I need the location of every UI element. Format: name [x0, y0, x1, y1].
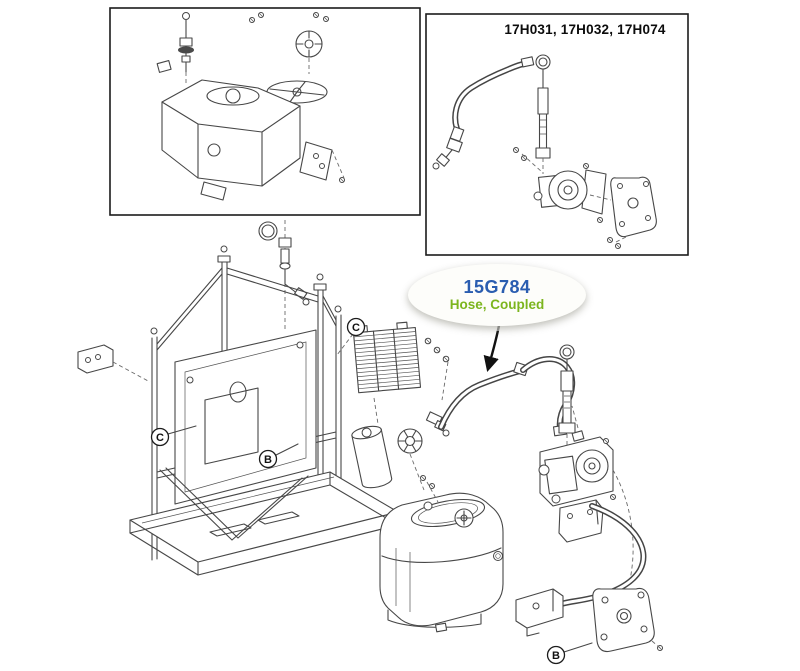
inset-pump-assembly: 17H031, 17H032, 17H074 [425, 13, 689, 256]
part-number[interactable]: 15G784 [463, 276, 531, 297]
hydraulic-tank [379, 475, 504, 633]
inset-hose [432, 56, 535, 170]
oil-filter [351, 425, 393, 489]
oil-cooler [352, 321, 422, 394]
part-name: Hose, Coupled [449, 297, 545, 313]
screw-icon [424, 337, 450, 401]
svg-text:C: C [156, 432, 164, 444]
screw-icon [249, 12, 329, 23]
mounting-bracket [515, 588, 564, 637]
ref-callout-b-bracket: B [546, 642, 593, 665]
ref-callout-b-frame: B [258, 443, 299, 469]
inset-title: 17H031, 17H032, 17H074 [504, 22, 666, 37]
svg-text:C: C [352, 322, 360, 334]
part-callout[interactable]: 15G784 Hose, Coupled [408, 264, 586, 326]
inset-border [425, 13, 689, 256]
dipstick-assembly [558, 344, 576, 450]
dipstick-fittings [258, 220, 310, 330]
svg-text:B: B [552, 650, 560, 662]
mounting-plate [592, 587, 663, 653]
filler-cap-icon [295, 30, 323, 74]
inset-tank-assembly [109, 7, 421, 216]
hydraulic-pump [538, 405, 634, 581]
inset-border [109, 7, 421, 216]
reservoir-tank [161, 79, 345, 201]
pump-plate [266, 80, 328, 118]
ref-callout-c-frame: C [150, 425, 197, 447]
callout-arrow [483, 319, 502, 373]
svg-text:B: B [264, 454, 272, 466]
ref-callout-c-cooler: C [336, 317, 366, 356]
filler-cap-icon [397, 428, 425, 491]
inset-dipstick [535, 54, 551, 174]
frame-weldment [77, 245, 399, 576]
inset-pump [533, 163, 607, 223]
inset-mounting-plate [589, 176, 657, 249]
